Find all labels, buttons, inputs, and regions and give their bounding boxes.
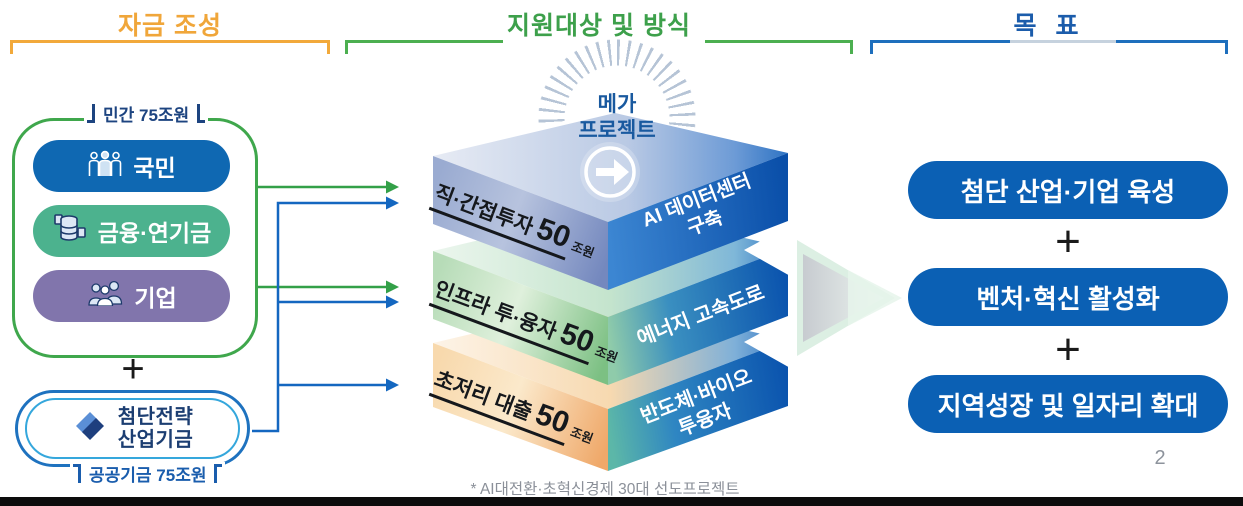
stack-to-goals-arrow [797,240,902,356]
stack-layer-1 [433,113,788,290]
support-bracket-left [345,40,503,54]
label-end-marker [197,103,206,123]
private-funds-label: 민간 75조원 [84,102,209,125]
mega-project-line1: 메가 [597,93,637,116]
arrow-right-circle-icon [580,142,640,202]
strategic-fund-name-line1: 첨단전략 [117,406,194,429]
stack-layer-3-right-face [608,340,788,471]
strategic-fund-inner-border: 첨단전략 산업기금 [25,398,240,459]
stack-layer-1-left-face [433,156,608,290]
source-pill-finance-pension: 금융·연기금 [33,205,230,257]
stack-layer-3-left-face [433,343,608,471]
label-end-marker [87,103,95,123]
source-pill-label: 금융·연기금 [97,220,212,246]
stack-layer-1-right-face [608,153,788,290]
private-funds-text: 민간 75조원 [103,105,190,125]
layer-separator-wedge [744,316,792,369]
blue-arrowhead [386,196,399,210]
unit-text: 조원 [568,425,595,447]
blue-arrowhead [386,378,399,392]
support-bracket-right [705,40,853,54]
section-title-funding: 자금 조성 [118,12,222,40]
stack-layer-1-top-face [433,113,788,222]
goals-bracket-middle [1010,40,1116,43]
plus-sign-funding: + [121,347,145,391]
public-funds-label: 공공기금 75조원 [70,462,226,485]
blue-arrowhead [386,295,399,309]
source-pill-label: 기업 [134,285,177,311]
public-funds-text: 공공기금 75조원 [89,465,207,485]
layer-separator-wedge [744,224,792,277]
label-end-marker [214,463,223,483]
plus-sign-goals: + [1055,217,1081,266]
fund-logo-icon [72,408,108,449]
strategic-fund-name: 첨단전략 산업기금 [118,406,194,451]
source-pill-companies: 기업 [33,270,230,322]
finance-pension-icon [52,213,88,249]
funding-bracket [10,40,330,54]
goals-bracket-left [870,40,1010,54]
section-title-goals: 목 표 [1013,12,1085,40]
stack-layer-2-left-face [433,251,608,385]
unit-text: 조원 [593,344,620,366]
goal-pill-advanced-industry: 첨단 산업·기업 육성 [908,161,1228,219]
source-pill-citizens: 국민 [33,140,230,192]
strategic-fund-name-line2: 산업기금 [117,428,194,451]
funding-to-stack-connectors [252,180,399,433]
footnote: * AI대전환·초혁신경제 30대 선도프로젝트 [470,481,740,498]
source-pill-label: 국민 [133,155,176,181]
goal-pill-regional-growth-jobs: 지역성장 및 일자리 확대 [908,375,1228,433]
plus-sign-goals: + [1055,325,1081,374]
goal-pill-venture-innovation: 벤처·혁신 활성화 [908,268,1228,326]
green-arrowhead [386,280,399,294]
label-end-marker [73,463,81,483]
green-arrowhead [386,180,399,194]
goals-bracket-right [1116,40,1228,54]
unit-text: 조원 [569,239,596,261]
section-title-support: 지원대상 및 방식 [507,12,691,40]
bottom-divider-bar [0,497,1243,506]
stack-layer-2-right-face [608,248,788,385]
strategic-fund-box: 첨단전략 산업기금 [15,390,250,467]
citizens-icon [87,150,123,183]
mega-project-line2: 프로젝트 [578,119,656,143]
mega-project-badge: 메가 프로젝트 [542,92,692,145]
companies-icon [86,280,124,312]
page-number: 2 [1154,447,1166,469]
